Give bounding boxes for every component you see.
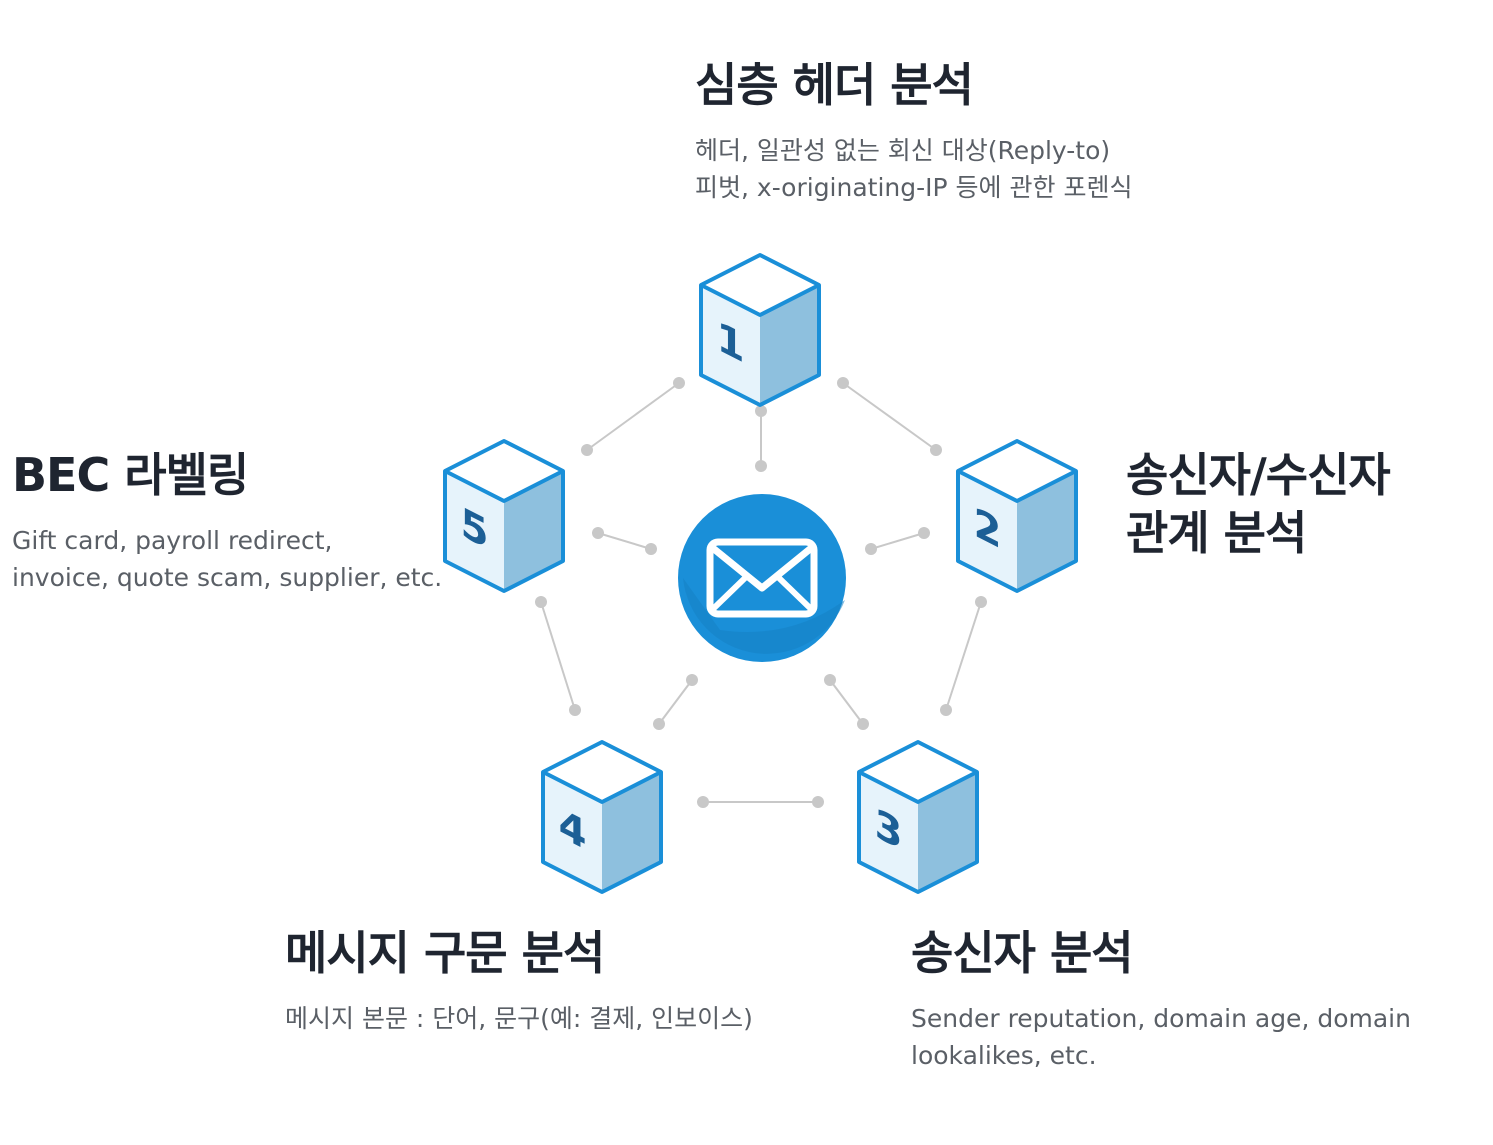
stage-4-description: 메시지 본문 : 단어, 문구(예: 결제, 인보이스)	[285, 1000, 753, 1037]
stage-4-title-line: 메시지 구문 분석	[285, 926, 605, 980]
stage-1-description-line-2: 피벗, x-originating-IP 등에 관한 포렌식	[695, 173, 1133, 202]
center-circle	[678, 494, 846, 662]
connector-dot	[940, 704, 952, 716]
stage-2-block: 송신자/수신자 관계 분석	[1126, 446, 1391, 562]
connector-dot	[918, 527, 930, 539]
connector-dot	[812, 796, 824, 808]
cube-right-face	[1017, 471, 1076, 591]
cube-right-face	[918, 772, 977, 892]
cube-edge	[542, 770, 662, 804]
connector-dot	[755, 405, 767, 417]
cube-right-face	[504, 471, 563, 591]
cube-edge	[957, 469, 1077, 503]
connector-dot	[697, 796, 709, 808]
stage-4-title: 메시지 구문 분석	[285, 924, 753, 982]
connectors	[535, 377, 987, 808]
connector-line	[658, 679, 693, 725]
cubes: 12 3 4 5	[443, 253, 1078, 894]
connector-line	[829, 679, 864, 725]
stage-5-description: Gift card, payroll redirect, invoice, qu…	[12, 522, 442, 596]
connector-dot	[592, 527, 604, 539]
stage-3-block: 송신자 분석 Sender reputation, domain age, do…	[911, 924, 1411, 1074]
cube-3: 3	[857, 740, 979, 894]
cube-edge	[444, 469, 564, 503]
stage-4-description-line-1: 메시지 본문 : 단어, 문구(예: 결제, 인보이스)	[285, 1004, 753, 1033]
connector-dot	[645, 543, 657, 555]
stage-1-description: 헤더, 일관성 없는 회신 대상(Reply-to) 피벗, x-origina…	[695, 132, 1132, 206]
stage-5-description-line-1: Gift card, payroll redirect,	[12, 526, 333, 555]
connector-dot	[837, 377, 849, 389]
stage-1-title-line: 심층 헤더 분석	[695, 58, 974, 112]
stage-5-title-line: BEC 라벨링	[12, 448, 249, 502]
cube-edge	[700, 283, 820, 317]
connector-dot	[824, 674, 836, 686]
connector-dot	[865, 543, 877, 555]
connector-line	[842, 382, 937, 451]
connector-dot	[653, 718, 665, 730]
stage-5-description-line-2: invoice, quote scam, supplier, etc.	[12, 563, 443, 592]
connector-line	[540, 601, 576, 711]
connector-dot	[581, 444, 593, 456]
stage-4-block: 메시지 구문 분석 메시지 본문 : 단어, 문구(예: 결제, 인보이스)	[285, 924, 753, 1037]
connector-dot	[535, 596, 547, 608]
cube-left-face	[445, 471, 504, 591]
connector-dot	[673, 377, 685, 389]
stage-2-title: 송신자/수신자 관계 분석	[1126, 446, 1391, 562]
stage-5-block: BEC 라벨링 Gift card, payroll redirect, inv…	[12, 446, 442, 596]
stage-3-description-line-2: lookalikes, etc.	[911, 1041, 1097, 1070]
connector-dot	[975, 596, 987, 608]
connector-line	[597, 532, 652, 550]
connector-dot	[755, 460, 767, 472]
cube-1: 1	[699, 253, 821, 407]
center-node	[678, 494, 846, 662]
cube-left-face	[543, 772, 602, 892]
stage-2-title-line-1: 송신자/수신자	[1126, 448, 1391, 502]
cube-5: 5	[443, 439, 565, 593]
connector-line	[870, 532, 925, 550]
stage-1-description-line-1: 헤더, 일관성 없는 회신 대상(Reply-to)	[695, 136, 1111, 165]
cube-right-face	[602, 772, 661, 892]
cube-4: 4	[541, 740, 663, 894]
stage-2-title-line-2: 관계 분석	[1126, 506, 1307, 560]
stage-1-title: 심층 헤더 분석	[695, 56, 1132, 114]
envelope-icon	[706, 538, 818, 618]
stage-3-description: Sender reputation, domain age, domain lo…	[911, 1000, 1411, 1074]
center-shadow	[683, 578, 845, 654]
stage-5-title: BEC 라벨링	[12, 446, 442, 504]
cube-2: 2	[956, 439, 1078, 593]
stage-3-title: 송신자 분석	[911, 924, 1411, 982]
connector-line	[586, 382, 680, 451]
connector-dot	[686, 674, 698, 686]
connector-dot	[857, 718, 869, 730]
stage-3-description-line-1: Sender reputation, domain age, domain	[911, 1004, 1411, 1033]
connector-line	[945, 601, 982, 711]
cube-left-face	[958, 471, 1017, 591]
cube-right-face	[760, 285, 819, 405]
cube-left-face	[701, 285, 760, 405]
connector-dot	[569, 704, 581, 716]
cube-left-face	[859, 772, 918, 892]
connector-dot	[930, 444, 942, 456]
stage-3-title-line: 송신자 분석	[911, 926, 1134, 980]
cube-edge	[858, 770, 978, 804]
stage-1-block: 심층 헤더 분석 헤더, 일관성 없는 회신 대상(Reply-to) 피벗, …	[695, 56, 1132, 206]
